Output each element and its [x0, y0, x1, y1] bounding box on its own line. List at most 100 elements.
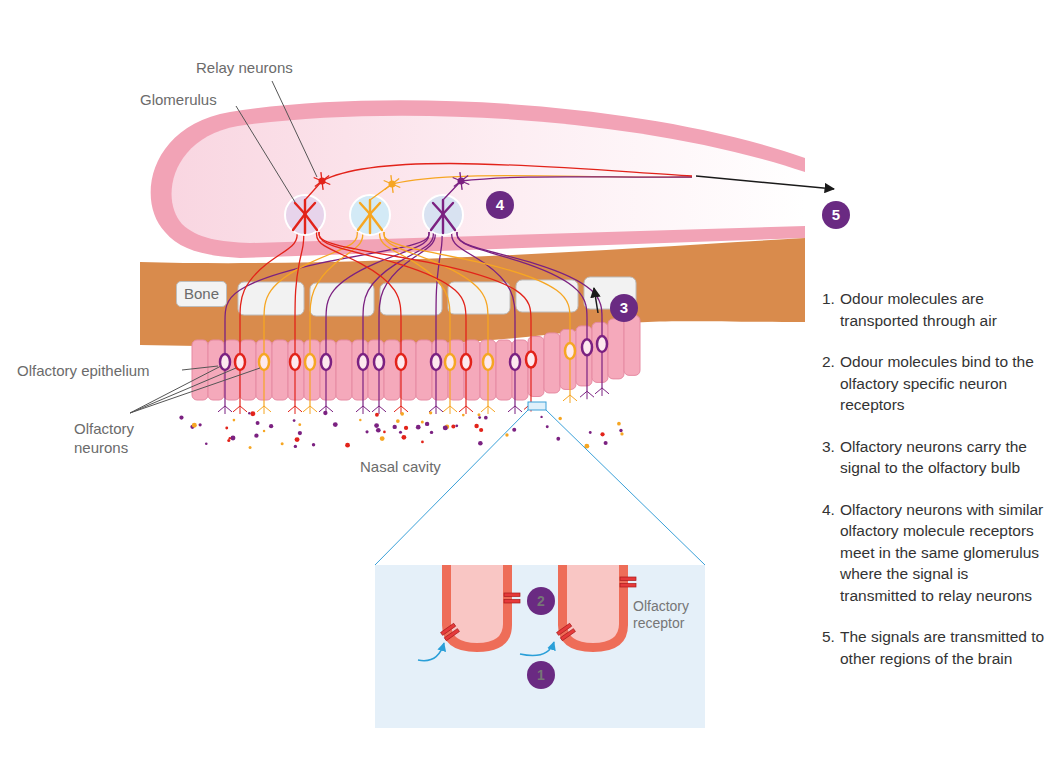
cilia [288, 406, 295, 412]
odour-molecule [400, 412, 404, 416]
olfactory-receptor-symbol [620, 577, 636, 587]
relay-neuron [384, 175, 401, 193]
relay-neuron [453, 172, 470, 190]
olfactory-neuron [443, 354, 457, 414]
epithelium-cell [288, 340, 304, 400]
epithelium-cell [352, 340, 368, 400]
odour-molecule [540, 416, 542, 418]
cilia [379, 406, 380, 414]
neuron-dendrite [465, 370, 466, 406]
odour-molecule [401, 435, 406, 440]
axon [379, 232, 435, 354]
cilia [264, 406, 265, 414]
olfactory-neuron [394, 354, 408, 414]
axon [319, 232, 466, 354]
olfactory-receptor-symbol [557, 623, 576, 640]
odour-molecule [263, 430, 265, 432]
cilia [602, 388, 603, 396]
olfactory-neuron [319, 354, 333, 414]
cilia [225, 406, 232, 412]
odour-molecule [512, 428, 516, 432]
odour-molecule [192, 423, 197, 428]
callout-number: 2 [527, 587, 555, 615]
cilia [580, 391, 587, 397]
cilia [264, 406, 271, 412]
odour-molecule [249, 446, 252, 449]
cilia [570, 395, 577, 401]
epithelium-cell [592, 322, 608, 382]
epithelium-cell [432, 340, 448, 400]
leader-lines [130, 81, 317, 413]
synapse-branch [431, 214, 443, 230]
axon [319, 232, 531, 352]
receptor-bar [620, 577, 636, 581]
olfactory-neuron [356, 354, 370, 414]
olfactory-neuron [563, 343, 577, 403]
neuron-dendrite [601, 352, 602, 388]
cilia [587, 391, 594, 397]
epithelium-cells [192, 315, 640, 400]
odour-molecule [269, 424, 273, 428]
olfactory-neuron [481, 354, 495, 414]
node-text: Olfactory receptor [633, 598, 703, 632]
odour-molecule [477, 413, 480, 416]
odour-molecule [298, 423, 301, 426]
step-number: 2. [822, 351, 840, 416]
relay-soma [319, 178, 326, 185]
axon [326, 232, 429, 354]
odour-molecule [399, 431, 402, 434]
cilia [295, 406, 296, 414]
odour-molecule [231, 436, 236, 441]
cilia [303, 406, 310, 412]
odour-molecule [233, 419, 236, 422]
olfactory-neuron [288, 354, 302, 414]
leader-line [236, 106, 295, 202]
synapse-branch [433, 203, 443, 214]
step-text: Olfactory neurons with similar olfactory… [840, 499, 1045, 607]
cilia [488, 406, 489, 414]
receptor-bar [504, 593, 520, 597]
cilia [372, 406, 379, 412]
odour-molecule [589, 431, 592, 434]
neuron-soma [290, 354, 300, 370]
neuron-soma [461, 354, 471, 370]
olfactory-neuron [233, 354, 247, 414]
neuron-soma [220, 354, 230, 370]
bone-block: Bone [176, 281, 227, 307]
bone-block [380, 283, 442, 315]
step-text: Olfactory neurons carry the signal to th… [840, 436, 1045, 479]
bone-block [448, 282, 510, 314]
step-item: 3.Olfactory neurons carry the signal to … [822, 436, 1054, 479]
neuron-dendrite [224, 370, 225, 406]
neuron-dendrite [530, 368, 531, 404]
odour-molecule [365, 430, 368, 433]
cilia [443, 406, 450, 412]
step-number: 3. [822, 436, 840, 479]
synapse-branch [370, 214, 382, 230]
odour-molecule [484, 416, 488, 420]
cilia [363, 406, 370, 412]
synapse-branch [305, 214, 317, 230]
cilia [218, 406, 225, 412]
part-label: Olfactory neurons [74, 419, 159, 457]
cilia [240, 406, 247, 412]
odour-molecule [392, 425, 396, 429]
receptor-cell [442, 565, 512, 652]
step-text: The signals are transmitted to other reg… [840, 626, 1045, 669]
odour-molecule [558, 417, 561, 420]
odour-molecule [225, 427, 228, 430]
odour-molecule [619, 429, 622, 432]
cilia [363, 406, 364, 414]
olfactory-receptor-symbol [441, 623, 460, 640]
neuron-soma [582, 339, 592, 355]
epithelium-cell [272, 340, 288, 400]
epithelium-cell [368, 340, 384, 400]
epithelium-cell [624, 315, 640, 375]
signal-arrow [696, 176, 834, 189]
axon [380, 232, 450, 354]
epithelium-cell [304, 340, 320, 400]
glomerulus-synapse [358, 184, 392, 233]
cilia [481, 406, 488, 412]
axon [384, 232, 488, 354]
